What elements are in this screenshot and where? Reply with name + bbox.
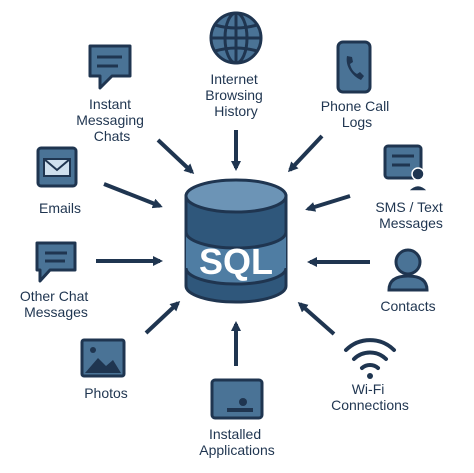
- wifi-icon: [344, 338, 396, 379]
- arrow-from-wifi-connections: [297, 302, 336, 336]
- database-label: SQL: [199, 241, 273, 282]
- phone-icon: [336, 40, 372, 94]
- chat-bubble-icon: [88, 44, 132, 90]
- app-window-icon: [210, 378, 264, 420]
- label-internet-browsing-history: Internet Browsing History: [205, 71, 266, 119]
- arrow-from-phone-call-logs: [287, 134, 324, 173]
- label-instant-messaging-chats: Instant Messaging Chats: [76, 96, 148, 144]
- sms-message-icon: [383, 144, 430, 192]
- arrow-from-sms-text-messages: [305, 194, 351, 212]
- photo-icon: [80, 338, 126, 378]
- label-other-chat-messages: Other Chat Messages: [20, 288, 92, 320]
- label-wifi-connections: Wi-Fi Connections: [331, 381, 409, 413]
- arrows: [96, 130, 370, 366]
- label-installed-applications: Installed Applications: [199, 426, 275, 458]
- label-contacts: Contacts: [380, 298, 435, 314]
- source-labels: Internet Browsing History Phone Call Log…: [20, 71, 446, 458]
- label-phone-call-logs: Phone Call Logs: [321, 98, 393, 130]
- email-icon: [36, 146, 78, 188]
- label-photos: Photos: [84, 385, 128, 401]
- chat-bubble-icon: [35, 241, 77, 283]
- arrow-from-photos: [144, 300, 181, 335]
- label-sms-text-messages: SMS / Text Messages: [375, 199, 446, 231]
- globe-icon: [209, 11, 263, 65]
- arrow-from-emails: [103, 182, 163, 209]
- database-cylinder-icon: SQL: [184, 178, 288, 304]
- person-icon: [387, 248, 429, 292]
- label-emails: Emails: [39, 200, 81, 216]
- arrow-from-instant-messaging-chats: [156, 138, 195, 175]
